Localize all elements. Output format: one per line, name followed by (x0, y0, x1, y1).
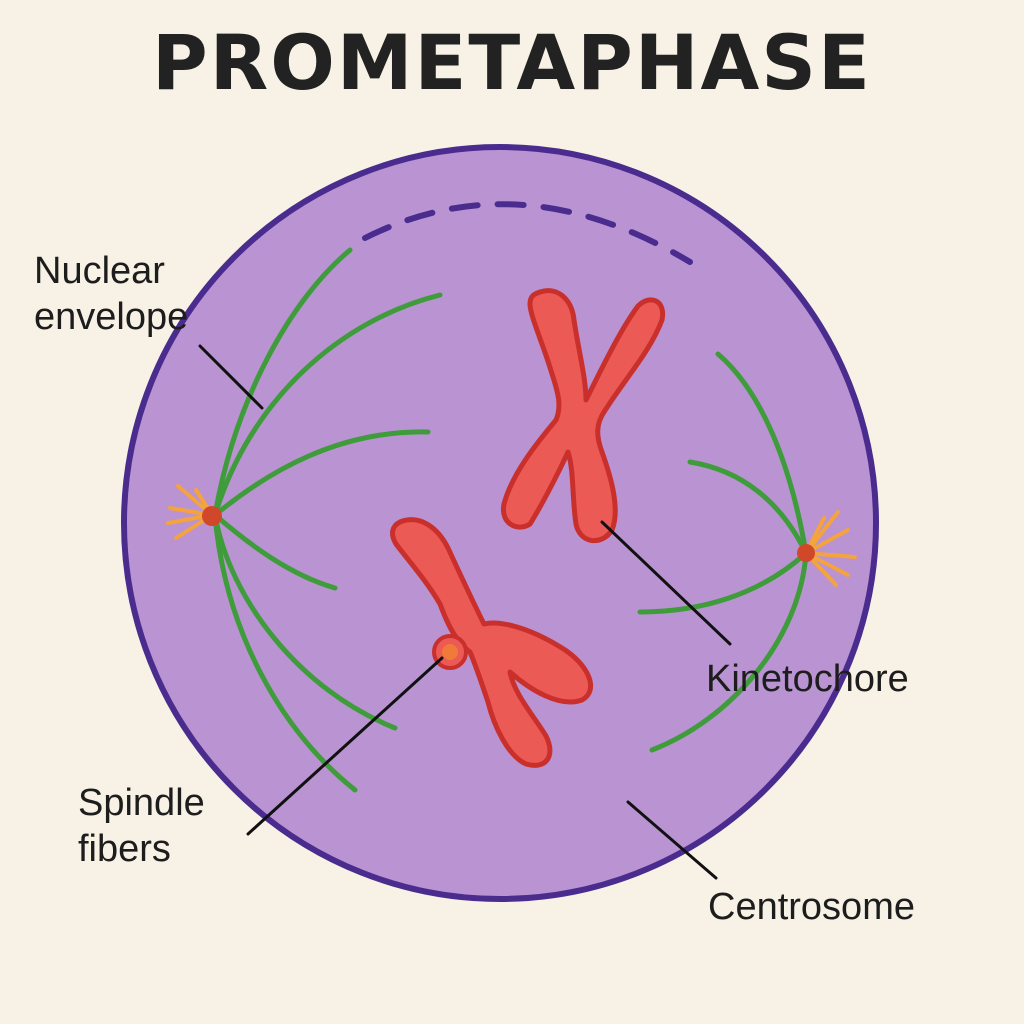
label-centrosome: Centrosome (708, 886, 915, 928)
spindle-fiber (715, 351, 809, 556)
spindle-fiber (687, 459, 809, 556)
leader-lines (198, 344, 732, 880)
nuclear-envelope-fragment (362, 201, 693, 265)
cell-body (121, 144, 879, 902)
spindle-fiber (212, 512, 398, 731)
label-nuclear-envelope-line2: envelope (34, 296, 189, 338)
label-nuclear-envelope-line1: Nuclear (34, 250, 165, 292)
kinetochore-dot (442, 644, 458, 660)
label-spindle-fibers-line1: Spindle (78, 782, 205, 824)
label-spindle-fibers: Spindle fibers (78, 780, 205, 872)
label-kinetochore: Kinetochore (706, 658, 909, 700)
spindle-fiber (649, 550, 809, 753)
spindle-fiber (212, 512, 338, 591)
centrosome-left (202, 506, 222, 526)
leader-line-nuclear-envelope (198, 344, 264, 410)
spindle-fiber (212, 429, 431, 518)
leader-line-spindle-fibers (246, 656, 444, 836)
spindle-fiber (637, 550, 809, 615)
leader-line-kinetochore (600, 520, 732, 646)
label-spindle-fibers-line2: fibers (78, 828, 171, 870)
chromosome-lower (390, 517, 594, 768)
chromosome-upper (500, 288, 666, 543)
label-nuclear-envelope: Nuclear envelope (34, 248, 188, 340)
spindle-fiber (212, 247, 353, 518)
centrosome-right (797, 544, 815, 562)
leader-line-centrosome (626, 800, 718, 880)
diagram-title: PROMETAPHASE (152, 18, 872, 107)
spindle-fibers-right (637, 351, 809, 753)
spindle-fiber (212, 292, 443, 518)
